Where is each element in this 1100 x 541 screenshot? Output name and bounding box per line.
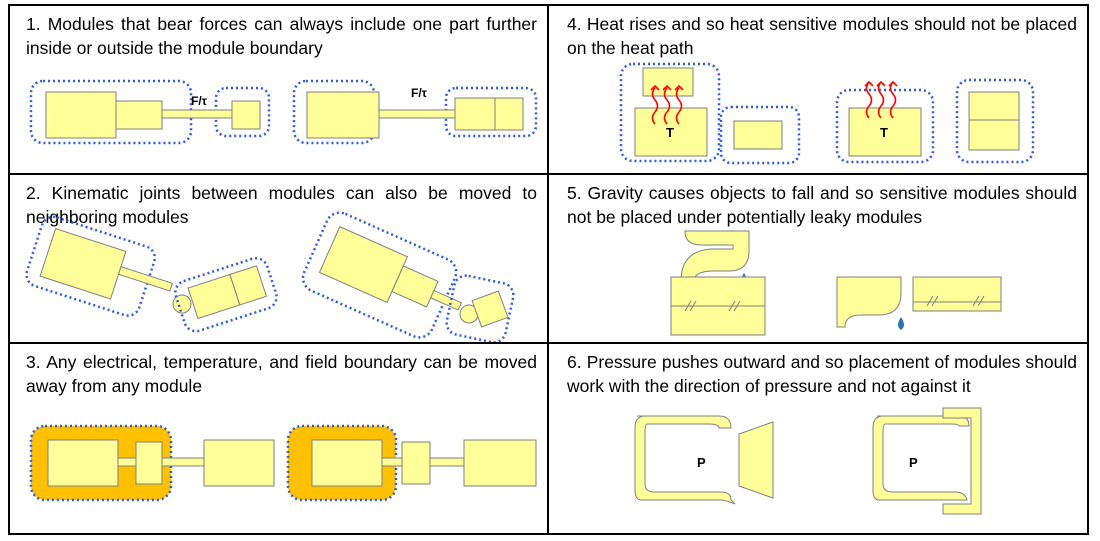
module-large-2 bbox=[306, 91, 380, 139]
panel-2-figure bbox=[25, 211, 515, 344]
hatch-1 bbox=[684, 300, 741, 312]
panel-5-text: 5. Gravity causes objects to fall and so… bbox=[567, 183, 1077, 227]
panel-4: 4. Heat rises and so heat sensitive modu… bbox=[547, 4, 1089, 175]
panel-6-figure: P P bbox=[634, 407, 982, 515]
side-boundary bbox=[719, 105, 801, 165]
heat-boundary bbox=[619, 62, 721, 163]
force-label-1: F/τ bbox=[191, 94, 208, 108]
module-medium bbox=[115, 100, 163, 130]
panel-2: 2. Kinematic joints between modules can … bbox=[8, 173, 549, 344]
leaky-module-1 bbox=[680, 230, 750, 282]
heat-source bbox=[634, 107, 708, 157]
module-c bbox=[203, 439, 275, 487]
water-drop-2 bbox=[898, 317, 904, 330]
pressure-vessel-1 bbox=[634, 415, 736, 505]
module-large bbox=[45, 91, 117, 139]
pressure-label-1: P bbox=[697, 455, 706, 470]
heat-boundary-2 bbox=[835, 88, 935, 164]
joint-1 bbox=[172, 294, 192, 314]
shaft-d bbox=[429, 457, 465, 467]
pressure-vessel-2 bbox=[872, 415, 970, 501]
boundary-right-a bbox=[292, 79, 376, 145]
pressure-cap-2 bbox=[942, 407, 982, 515]
module-pair-a bbox=[454, 97, 496, 131]
stacked-module-bottom bbox=[968, 119, 1020, 151]
module-a bbox=[47, 439, 119, 487]
side-module bbox=[733, 120, 783, 150]
module-pair-b bbox=[494, 97, 524, 131]
shaft-c bbox=[381, 457, 403, 467]
heat-arrows-1 bbox=[650, 84, 684, 125]
stacked-boundary bbox=[955, 78, 1035, 164]
panel-3-figure bbox=[29, 424, 537, 502]
kinematic-assembly-3 bbox=[301, 211, 463, 339]
heat-arrows-2 bbox=[864, 80, 898, 119]
panel-2-text: 2. Kinematic joints between modules can … bbox=[26, 183, 537, 227]
temperature-label-2: T bbox=[880, 125, 888, 140]
boundary-left bbox=[29, 79, 193, 145]
pressure-label-2: P bbox=[909, 455, 918, 470]
shaft-b bbox=[161, 457, 205, 467]
stacked-module-top bbox=[968, 91, 1020, 121]
module-e bbox=[401, 441, 431, 485]
sensitive-module bbox=[642, 67, 694, 97]
shaft-a bbox=[117, 457, 137, 467]
module-f bbox=[463, 439, 537, 487]
kinematic-assembly-2 bbox=[174, 257, 278, 333]
panel-6-text: 6. Pressure pushes outward and so placem… bbox=[567, 352, 1077, 396]
module-b bbox=[135, 441, 163, 485]
panel-6: 6. Pressure pushes outward and so placem… bbox=[547, 342, 1089, 535]
force-label-2: F/τ bbox=[411, 86, 428, 100]
panel-5: 5. Gravity causes objects to fall and so… bbox=[547, 173, 1089, 344]
temperature-label-1: T bbox=[666, 125, 674, 140]
module-small bbox=[231, 100, 261, 130]
panel-5-figure bbox=[670, 230, 1002, 336]
kinematic-assembly-1 bbox=[25, 215, 173, 317]
heat-source-2 bbox=[848, 107, 922, 157]
panel-3-text: 3. Any electrical, temperature, and fiel… bbox=[26, 352, 537, 396]
shaft-2 bbox=[378, 109, 456, 119]
panel-1: 1. Modules that bear forces can always i… bbox=[8, 4, 549, 175]
leaky-module-2 bbox=[836, 276, 902, 328]
shaft bbox=[161, 109, 233, 119]
panel-1-text: 1. Modules that bear forces can always i… bbox=[26, 14, 537, 58]
boundary-small bbox=[214, 86, 271, 138]
sensitive-module-2 bbox=[912, 276, 1002, 312]
panel-4-figure: T T bbox=[619, 62, 1035, 165]
module-d bbox=[311, 439, 383, 487]
panel-4-text: 4. Heat rises and so heat sensitive modu… bbox=[567, 14, 1077, 58]
pressure-cap-1 bbox=[738, 421, 774, 499]
panel-1-figure: F/τ F/τ bbox=[29, 79, 538, 145]
panel-3: 3. Any electrical, temperature, and fiel… bbox=[8, 342, 549, 535]
boundary-right-b bbox=[444, 86, 538, 138]
hatch-2 bbox=[926, 295, 985, 307]
kinematic-assembly-4 bbox=[445, 274, 515, 344]
